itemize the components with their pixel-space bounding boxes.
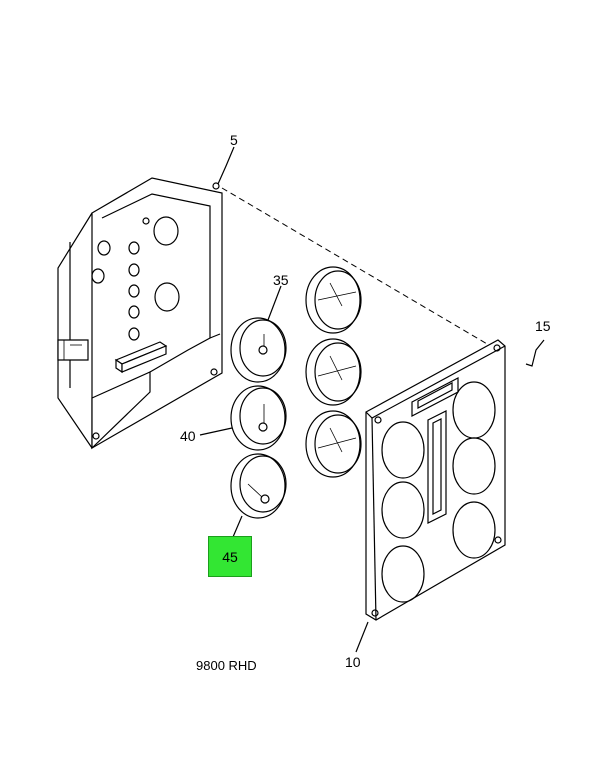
gauge-lower-right [305,410,362,478]
callout-10[interactable]: 10 [345,654,361,670]
callout-45: 45 [222,548,238,565]
callout-35[interactable]: 35 [273,272,289,288]
leader-5 [217,146,235,185]
gauge-40 [230,385,287,451]
leader-45 [232,515,243,538]
callout-40[interactable]: 40 [180,428,196,444]
leader-40 [199,427,233,436]
callout-15[interactable]: 15 [535,318,551,334]
alignment-dashed-line [221,187,495,349]
gauge-middle-right [305,338,362,406]
gauge-panel-bezel [365,339,506,621]
gauge-45 [230,453,287,519]
leader-10 [355,621,369,653]
gauge-housing [57,177,223,450]
callout-5[interactable]: 5 [230,132,238,148]
gauge-35 [230,317,287,383]
diagram-caption: 9800 RHD [196,658,257,673]
callout-45-highlight[interactable]: 45 [208,536,252,577]
leader-15 [525,339,545,367]
gauge-upper-right [305,266,362,334]
leader-35 [267,285,282,321]
